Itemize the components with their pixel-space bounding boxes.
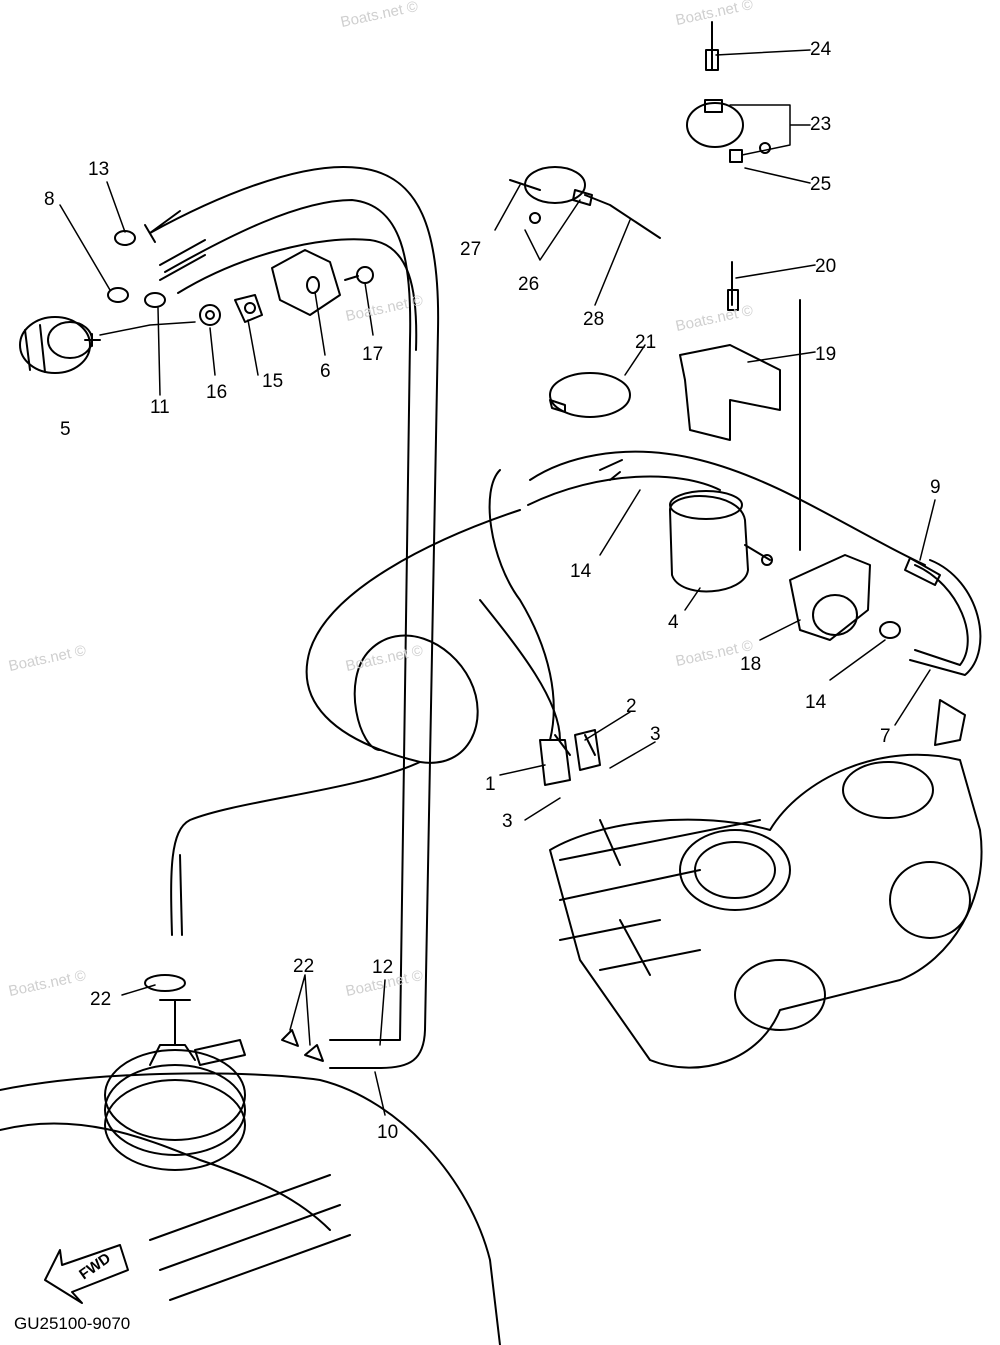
callout-25: 25 xyxy=(810,174,832,195)
callout-7: 7 xyxy=(880,726,891,747)
callout-1: 1 xyxy=(485,774,496,795)
clamp-27-26-28 xyxy=(509,166,661,239)
callout-15: 15 xyxy=(262,371,284,392)
callout-10: 10 xyxy=(377,1122,399,1143)
leader-lines xyxy=(59,49,936,1116)
vent-hose-10-12 xyxy=(144,166,440,1069)
callout-9: 9 xyxy=(930,477,941,498)
fuel-filter xyxy=(669,490,773,593)
callout-23: 23 xyxy=(810,114,832,135)
fuel-tank xyxy=(0,974,501,1345)
band-21 xyxy=(549,372,631,418)
callout-13: 13 xyxy=(88,159,110,180)
callout-18: 18 xyxy=(740,654,762,675)
callout-8: 8 xyxy=(44,189,55,210)
callout-6: 6 xyxy=(320,361,331,382)
fuel-hose-loop xyxy=(170,469,601,936)
fwd-arrow-icon xyxy=(44,1244,129,1304)
bracket-19 xyxy=(679,261,781,441)
callout-4: 4 xyxy=(668,612,679,633)
hose-7 xyxy=(879,557,982,676)
callout-21: 21 xyxy=(635,332,657,353)
callout-22b: 22 xyxy=(90,989,112,1010)
callout-24: 24 xyxy=(810,39,832,60)
fuel-pump xyxy=(19,316,101,374)
callout-27: 27 xyxy=(460,239,482,260)
callout-14b: 14 xyxy=(805,692,827,713)
callout-3a: 3 xyxy=(650,724,661,745)
callout-2: 2 xyxy=(626,696,637,717)
callout-12: 12 xyxy=(372,957,394,978)
fuel-line-upper xyxy=(527,450,926,566)
callout-20: 20 xyxy=(815,256,837,277)
callout-26: 26 xyxy=(518,274,540,295)
callout-3b: 3 xyxy=(502,811,513,832)
clips-top-right xyxy=(686,21,771,163)
callout-16: 16 xyxy=(206,382,228,403)
callout-22a: 22 xyxy=(293,956,315,977)
throttle-bodies xyxy=(549,699,983,1069)
callout-5: 5 xyxy=(60,419,71,440)
callout-28: 28 xyxy=(583,309,605,330)
callout-17: 17 xyxy=(362,344,384,365)
diagram-code: GU25100-9070 xyxy=(14,1314,131,1333)
clamps-upper-left xyxy=(107,230,263,326)
callout-11: 11 xyxy=(150,397,170,418)
callout-19: 19 xyxy=(815,344,837,365)
filter-holder xyxy=(789,299,871,641)
callout-14a: 14 xyxy=(570,561,592,582)
